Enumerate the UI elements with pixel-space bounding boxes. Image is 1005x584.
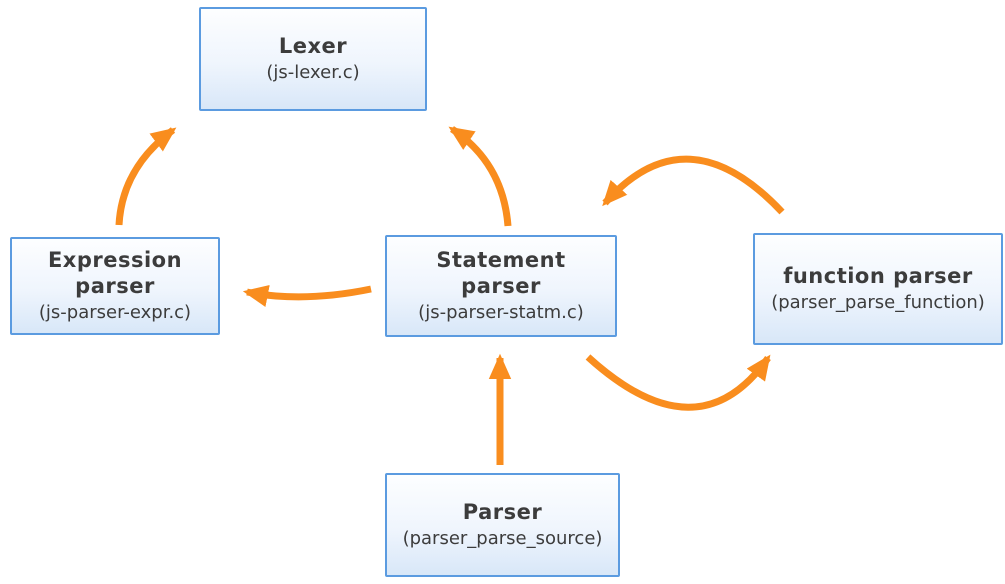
- arrow-function-parser-to-statement-parser: [602, 155, 785, 215]
- node-parser-title: Parser: [462, 500, 543, 524]
- node-function-parser-subtitle: (parser_parse_function): [771, 292, 985, 313]
- arrow-statement-parser-to-function-parser: [585, 354, 771, 411]
- node-function-parser-title: function parser: [783, 264, 973, 288]
- node-lexer: Lexer (js-lexer.c): [199, 7, 427, 111]
- node-lexer-title: Lexer: [278, 34, 348, 58]
- arrow-expression-parser-to-lexer: [115, 127, 177, 226]
- node-function-parser: function parser (parser_parse_function): [753, 233, 1003, 345]
- node-expression-parser-title: Expression parser: [47, 248, 183, 298]
- node-lexer-subtitle: (js-lexer.c): [266, 62, 360, 83]
- node-statement-parser-subtitle: (js-parser-statm.c): [418, 302, 584, 323]
- node-expression-parser: Expression parser (js-parser-expr.c): [10, 237, 220, 335]
- node-expression-parser-subtitle: (js-parser-expr.c): [38, 302, 192, 323]
- node-statement-parser: Statement parser (js-parser-statm.c): [385, 235, 617, 337]
- arrow-statement-parser-to-expression-parser: [242, 285, 372, 308]
- arrow-statement-parser-to-lexer: [448, 126, 512, 227]
- node-statement-parser-title: Statement parser: [436, 248, 566, 298]
- node-parser: Parser (parser_parse_source): [385, 473, 620, 577]
- node-parser-subtitle: (parser_parse_source): [402, 528, 603, 549]
